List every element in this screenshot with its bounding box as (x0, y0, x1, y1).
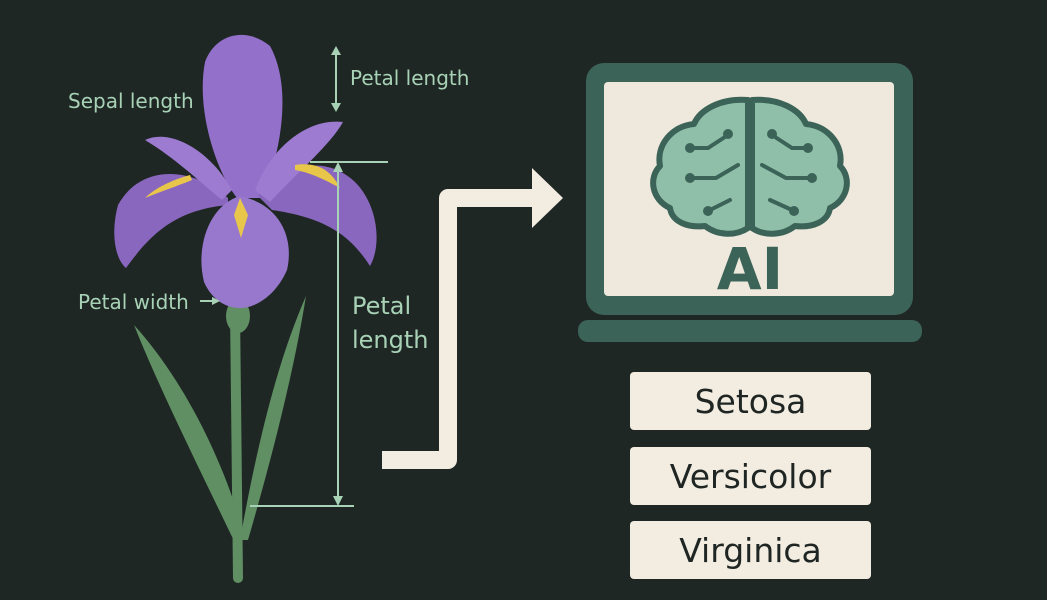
class-box-setosa: Setosa (630, 372, 871, 430)
class-box-virginica: Virginica (630, 521, 871, 579)
petal-right-upper (255, 121, 343, 202)
flow-arrow-head (532, 168, 563, 228)
sepal-left-fall (114, 174, 228, 268)
iris-flower-illustration (114, 34, 377, 583)
left-leaf (134, 325, 240, 545)
flower-stem (230, 305, 243, 583)
flow-arrow-body (382, 189, 535, 469)
yellow-signal-left (145, 175, 192, 198)
sepal-right-fall (258, 165, 377, 266)
sepal-length-label: Sepal length (68, 89, 194, 113)
petal-standard (202, 34, 283, 198)
petal-left-upper (145, 136, 232, 200)
petal-length-side-line2: length (352, 326, 429, 354)
petal-center-fall (201, 196, 289, 308)
petal-length-side-line1: Petal (352, 292, 412, 320)
petal-length-side-label: Petal length (352, 289, 442, 357)
petal-length-top-label: Petal length (350, 66, 470, 90)
flow-arrow (382, 168, 563, 469)
brain-circuit-icon (650, 96, 850, 237)
yellow-signal-center (234, 198, 248, 238)
laptop-base (578, 320, 922, 342)
petal-width-label: Petal width (78, 290, 189, 314)
measurement-annotations (200, 46, 388, 507)
ai-label: AI (717, 235, 783, 303)
yellow-signal-right (295, 164, 340, 188)
right-leaf (240, 296, 306, 540)
class-box-versicolor: Versicolor (630, 447, 871, 505)
